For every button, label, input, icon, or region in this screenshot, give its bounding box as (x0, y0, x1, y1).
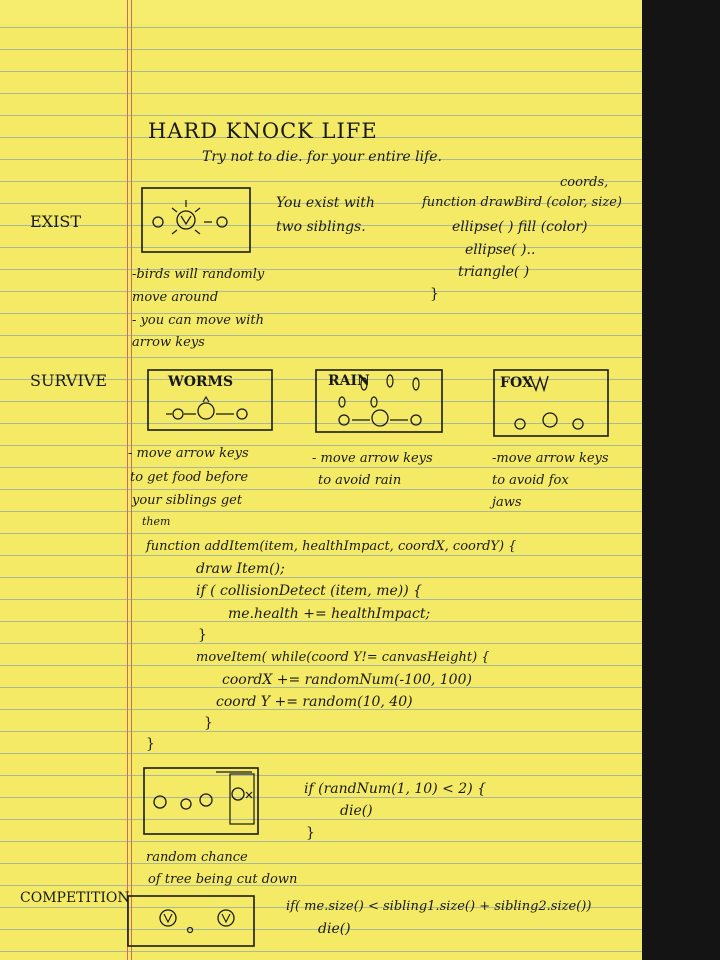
survive-code-line: coord Y += random(10, 40) (216, 694, 413, 710)
worms-label: WORMS (168, 374, 234, 390)
rain-sketch (315, 369, 443, 433)
tree-sketch (143, 767, 259, 835)
survive-code-line: coordX += randomNum(-100, 100) (222, 672, 472, 688)
competition-code-line: die() (318, 921, 351, 937)
worms-note-line: them (142, 515, 171, 528)
worms-note-line: to get food before (130, 470, 249, 485)
survive-code-line: if ( collisionDetect (item, me)) { (196, 583, 423, 599)
rain-label: RAIN (328, 373, 370, 389)
tree-note-line: random chance (146, 850, 248, 865)
fox-note-line: to avoid fox (492, 473, 569, 488)
exist-code-line: ellipse( ) fill (color) (452, 219, 588, 235)
exist-code-line: function drawBird (color, size) (422, 195, 623, 210)
worms-sketch (147, 369, 273, 431)
fox-sketch (493, 369, 609, 437)
exist-note-line: arrow keys (132, 335, 205, 350)
survive-code-line: me.health += healthImpact; (228, 606, 431, 622)
section-label-competition: COMPETITION (20, 890, 130, 906)
exist-code-line: } (430, 286, 439, 302)
section-label-exist: EXIST (30, 212, 82, 231)
fox-note-line: -move arrow keys (492, 451, 609, 466)
code-annotation: coords, (560, 175, 609, 190)
exist-sketch (141, 187, 251, 253)
tree-code-line: } (306, 825, 315, 841)
survive-code-line: } (204, 715, 213, 731)
survive-code-line: moveItem( while(coord Y!= canvasHeight) … (196, 650, 490, 665)
exist-description-line: two siblings. (276, 219, 366, 235)
survive-code-line: function addItem(item, healthImpact, coo… (146, 539, 517, 554)
margin-line (127, 0, 128, 960)
fox-label: FOX (500, 375, 533, 391)
pad-binding-edge (0, 0, 642, 24)
legal-pad (0, 0, 642, 960)
survive-code-line: } (198, 627, 207, 643)
exist-code-line: triangle( ) (458, 264, 530, 280)
survive-code-line: draw Item(); (196, 561, 285, 577)
tree-note-line: of tree being cut down (148, 872, 298, 887)
tree-code-line: if (randNum(1, 10) < 2) { (304, 781, 487, 797)
exist-note-line: - you can move with (132, 313, 264, 328)
page-subtitle: Try not to die. for your entire life. (202, 149, 442, 165)
tree-code-line: die() (340, 803, 373, 819)
exist-code-line: ellipse( ).. (465, 242, 536, 258)
page-title: HARD KNOCK LIFE (148, 119, 378, 143)
exist-note-line: -birds will randomly (132, 267, 265, 282)
exist-note-line: move around (132, 290, 219, 305)
margin-line (131, 0, 132, 960)
rain-note-line: - move arrow keys (312, 451, 433, 466)
worms-note-line: - move arrow keys (128, 446, 249, 461)
survive-code-line: } (146, 736, 155, 752)
worms-note-line: your siblings get (132, 493, 243, 508)
rain-note-line: to avoid rain (318, 473, 402, 488)
competition-code-line: if( me.size() < sibling1.size() + siblin… (286, 899, 592, 914)
competition-sketch (127, 895, 255, 947)
fox-note-line: jaws (492, 495, 522, 510)
section-label-survive: SURVIVE (30, 371, 108, 390)
exist-description-line: You exist with (276, 195, 375, 211)
